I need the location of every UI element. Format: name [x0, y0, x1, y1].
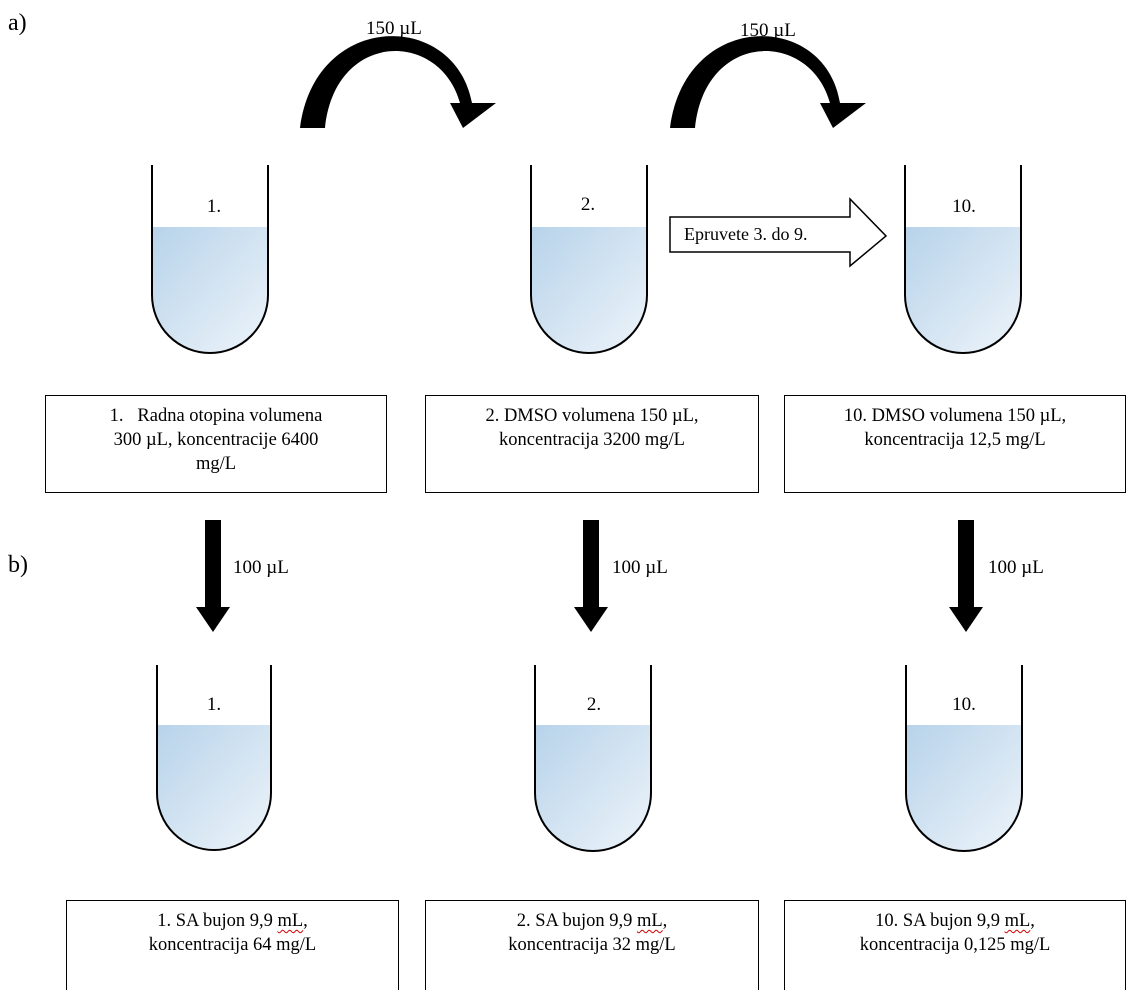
description-box-top-1: 1. Radna otopina volumena 300 µL, koncen…	[45, 395, 387, 493]
tube-bottom-1	[156, 665, 272, 851]
box-bottom-1-line-2: koncentracija 64 mg/L	[148, 935, 317, 955]
box-top-1-line-1: 1. Radna otopina volumena	[109, 406, 323, 426]
spellcheck-word-2: mL	[636, 911, 663, 931]
box-bottom-1-post: ,	[303, 911, 308, 931]
tube-bottom-label-2: 2.	[586, 694, 602, 715]
spellcheck-word-10: mL	[1004, 911, 1031, 931]
box-top-2-line-1: 2. DMSO volumena 150 µL,	[485, 406, 699, 426]
tube-top-label-1: 1.	[206, 196, 222, 217]
down-label-3: 100 µL	[988, 557, 1044, 578]
box-top-10-line-2: koncentracija 12,5 mg/L	[864, 430, 1046, 450]
box-bottom-10-line-1: 10. SA bujon 9,9 mL,	[785, 909, 1125, 933]
box-top-1-line-2: 300 µL, koncentracije 6400	[113, 430, 319, 450]
down-arrow-3	[949, 520, 983, 632]
box-bottom-1-line-1: 1. SA bujon 9,9 mL,	[67, 909, 398, 933]
range-arrow-label: Epruvete 3. do 9.	[684, 224, 808, 244]
description-box-bottom-10: 10. SA bujon 9,9 mL, koncentracija 0,125…	[784, 900, 1126, 990]
section-label-a: a)	[8, 10, 27, 36]
description-box-bottom-1: 1. SA bujon 9,9 mL, koncentracija 64 mg/…	[66, 900, 399, 990]
tube-top-label-10: 10.	[952, 196, 976, 217]
tube-bottom-2	[534, 665, 652, 852]
tube-top-label-2: 2.	[580, 194, 596, 215]
box-bottom-2-post: ,	[662, 911, 668, 931]
tube-bottom-label-1: 1.	[206, 694, 222, 715]
box-bottom-10-line-2: koncentracija 0,125 mg/L	[859, 935, 1051, 955]
section-label-b: b)	[8, 552, 28, 578]
box-bottom-10-post: ,	[1030, 911, 1035, 931]
box-top-1-line-3: mg/L	[195, 454, 237, 474]
box-bottom-1-pre: 1. SA bujon 9,9	[157, 911, 278, 931]
spellcheck-word-1: mL	[277, 911, 304, 931]
box-top-10-line-1: 10. DMSO volumena 150 µL,	[843, 406, 1067, 426]
box-top-2-line-2: koncentracija 3200 mg/L	[499, 430, 685, 450]
description-box-bottom-2: 2. SA bujon 9,9 mL, koncentracija 32 mg/…	[425, 900, 759, 990]
transfer-label-2: 150 µL	[740, 20, 796, 41]
description-box-top-10: 10. DMSO volumena 150 µL, koncentracija …	[784, 395, 1126, 493]
transfer-label-1: 150 µL	[366, 18, 422, 39]
tube-bottom-10	[905, 665, 1023, 852]
curved-arrow-1	[300, 36, 496, 128]
down-label-1: 100 µL	[233, 557, 289, 578]
down-arrow-1	[196, 520, 230, 632]
tube-top-2	[530, 165, 648, 354]
tube-top-1	[151, 165, 269, 354]
box-bottom-2-line-2: koncentracija 32 mg/L	[508, 935, 676, 955]
box-bottom-2-pre: 2. SA bujon 9,9	[516, 911, 637, 931]
tube-bottom-label-10: 10.	[952, 694, 976, 715]
box-bottom-10-pre: 10. SA bujon 9,9	[875, 911, 1005, 931]
down-arrow-2	[574, 520, 608, 632]
curved-arrow-2	[670, 36, 866, 128]
range-arrow	[669, 197, 888, 268]
down-label-2: 100 µL	[612, 557, 668, 578]
tube-top-10	[904, 165, 1022, 354]
box-bottom-2-line-1: 2. SA bujon 9,9 mL,	[426, 909, 758, 933]
description-box-top-2: 2. DMSO volumena 150 µL, koncentracija 3…	[425, 395, 759, 493]
